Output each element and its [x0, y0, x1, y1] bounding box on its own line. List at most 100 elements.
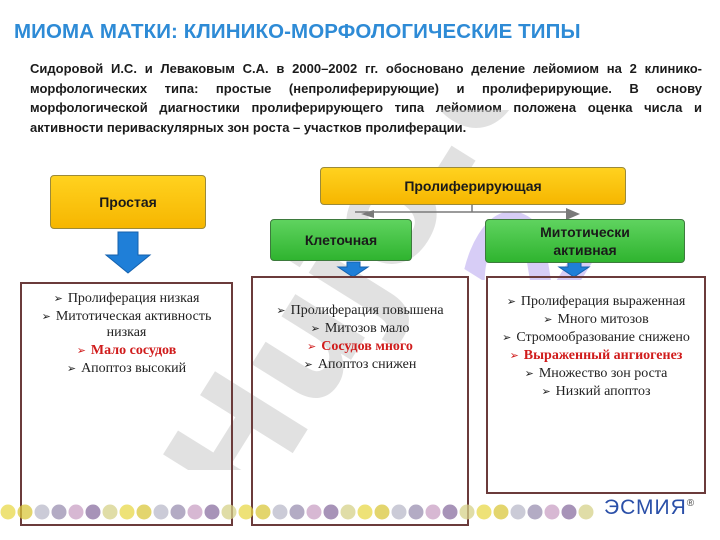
decorative-dot [561, 504, 577, 520]
node-cellular: Клеточная [270, 219, 412, 261]
logo-text: ЭСМИЯ [604, 496, 687, 519]
panel-cellular-item: ➢ Апоптоз снижен [259, 357, 461, 373]
checkmark-bullet-icon: ➢ [303, 358, 313, 371]
checkmark-bullet-icon: ➢ [509, 349, 519, 362]
decorative-dot [119, 504, 135, 520]
panel-simple-item: ➢ Мало сосудов [26, 343, 227, 359]
checkmark-bullet-icon: ➢ [541, 385, 551, 398]
decorative-dot [17, 504, 33, 520]
panel-mitotic: ➢ Пролиферация выраженная ➢ Много митозов ➢ С… [486, 276, 706, 494]
decorative-dot [289, 504, 305, 520]
panel-item-text: Выраженный ангиогенез [523, 348, 683, 363]
decorative-dot [221, 504, 237, 520]
panel-cellular-list: ➢Пролиферация повышена➢Митозов мало➢Сосу… [259, 303, 461, 373]
node-mitotic: Митотически активная [485, 219, 685, 263]
node-proliferating-label: Пролиферирующая [404, 178, 542, 194]
panel-mitotic-item: ➢ Низкий апоптоз [494, 384, 698, 400]
decorative-dot [544, 504, 560, 520]
checkmark-bullet-icon: ➢ [307, 340, 317, 353]
arrow-cellular [336, 261, 370, 278]
decorative-dot [238, 504, 254, 520]
panel-simple-list: ➢ Пролиферация низкая ➢ Митотическая активн… [26, 291, 227, 377]
panel-simple: ➢ Пролиферация низкая ➢ Митотическая активн… [20, 282, 233, 526]
node-simple: Простая [50, 175, 206, 229]
panel-mitotic-item: ➢ Стромообразование снижено [494, 330, 698, 346]
decorative-dot [170, 504, 186, 520]
arrow-simple [104, 231, 152, 274]
checkmark-bullet-icon: ➢ [502, 331, 512, 344]
decorative-dot [306, 504, 322, 520]
decorative-dot [204, 504, 220, 520]
checkmark-bullet-icon: ➢ [76, 344, 86, 357]
panel-item-text: Стромообразование снижено [516, 330, 690, 345]
decorative-dot [408, 504, 424, 520]
checkmark-bullet-icon: ➢ [66, 362, 77, 375]
decorative-dot [102, 504, 118, 520]
panel-item-text: Пролиферация повышена [290, 303, 444, 318]
decorative-dot [578, 504, 594, 520]
panel-cellular-item: ➢ Митозов мало [259, 321, 461, 337]
decorative-dot [85, 504, 101, 520]
page-title: МИОМА МАТКИ: КЛИНИКО-МОРФОЛОГИЧЕСКИЕ ТИП… [14, 20, 581, 43]
panel-simple-item: ➢ Митотическая активность низкая [26, 309, 227, 341]
node-simple-label: Простая [99, 194, 157, 210]
decorative-dot [425, 504, 441, 520]
checkmark-bullet-icon: ➢ [310, 322, 320, 335]
panel-item-text: Пролиферация выраженная [520, 294, 686, 309]
panel-mitotic-item: ➢ Множество зон роста [494, 366, 698, 382]
checkmark-bullet-icon: ➢ [41, 310, 51, 323]
node-cellular-label: Клеточная [304, 232, 378, 248]
checkmark-bullet-icon: ➢ [53, 292, 63, 305]
decorative-dot [34, 504, 50, 520]
panel-item-text: Множество зон роста [538, 366, 668, 381]
panel-simple-item: ➢ Пролиферация низкая [26, 291, 227, 307]
decorative-dot [0, 504, 16, 520]
decorative-dot [493, 504, 509, 520]
decorative-dot [340, 504, 356, 520]
intro-paragraph: Сидоровой И.С. и Леваковым С.А. в 2000–2… [30, 61, 702, 135]
decorative-dot [272, 504, 288, 520]
checkmark-bullet-icon: ➢ [543, 313, 553, 326]
decorative-dot [510, 504, 526, 520]
node-mitotic-label: Митотически активная [540, 224, 630, 258]
decorative-dot [476, 504, 492, 520]
panel-item-text: Митозов мало [324, 321, 410, 336]
checkmark-bullet-icon: ➢ [276, 304, 286, 317]
panel-mitotic-list: ➢ Пролиферация выраженная ➢ Много митозов ➢ С… [494, 294, 698, 400]
panel-item-text: Апоптоз высокий [81, 361, 187, 376]
node-proliferating: Пролиферирующая [320, 167, 626, 205]
panel-item-text: Апоптоз снижен [317, 357, 417, 372]
decorative-dot [391, 504, 407, 520]
panel-item-text: Митотическая активность низкая [55, 309, 212, 340]
logo-registered-mark: ® [686, 498, 696, 509]
decorative-dot [459, 504, 475, 520]
decorative-dot [255, 504, 271, 520]
panel-item-text: Сосудов много [321, 339, 413, 354]
arrow-mitotic [557, 261, 591, 278]
panel-cellular-item: ➢ Пролиферация повышена [259, 303, 461, 319]
decorative-dot-band [0, 504, 594, 520]
panel-item-text: Мало сосудов [90, 343, 177, 358]
decorative-dot [153, 504, 169, 520]
panel-mitotic-item: ➢ Пролиферация выраженная [494, 294, 698, 310]
decorative-dot [136, 504, 152, 520]
decorative-dot [374, 504, 390, 520]
decorative-dot [68, 504, 84, 520]
decorative-dot [442, 504, 458, 520]
panel-item-text: Пролиферация низкая [67, 291, 200, 306]
decorative-dot [527, 504, 543, 520]
panel-simple-item: ➢ Апоптоз высокий [26, 361, 227, 377]
panel-item-text: Много митозов [557, 312, 649, 327]
panel-cellular: ➢Пролиферация повышена➢Митозов мало➢Сосу… [251, 276, 469, 526]
decorative-dot [323, 504, 339, 520]
checkmark-bullet-icon: ➢ [524, 367, 534, 380]
logo: ЭСМИЯ® [604, 496, 695, 520]
panel-mitotic-item: ➢ Выраженный ангиогенез [494, 348, 698, 364]
panel-mitotic-item: ➢ Много митозов [494, 312, 698, 328]
decorative-dot [187, 504, 203, 520]
panel-item-text: Низкий апоптоз [555, 384, 651, 399]
decorative-dot [51, 504, 67, 520]
panel-cellular-item: ➢ Сосудов много [259, 339, 461, 355]
checkmark-bullet-icon: ➢ [506, 295, 516, 308]
decorative-dot [357, 504, 373, 520]
